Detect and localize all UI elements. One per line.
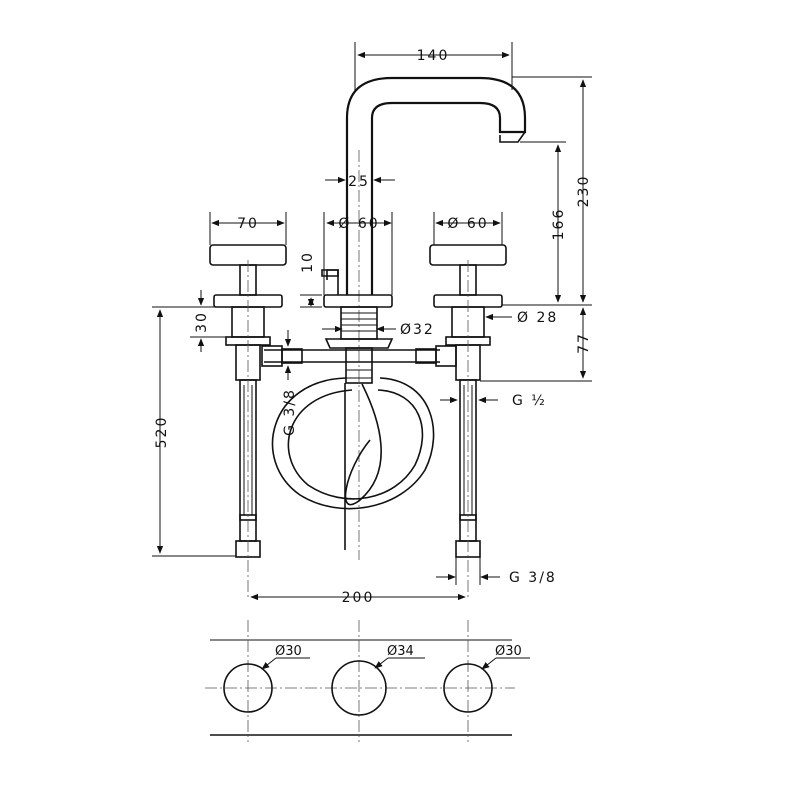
connecting-hoses [261,345,457,510]
dim-spout-diameter: 25 [348,174,370,190]
spout [345,42,527,560]
dim-connection-thread: G ½ [512,393,547,409]
hole-right-label: Ø30 [495,644,522,659]
dim-connection-thread-bottom: G 3/8 [509,570,557,586]
dim-spout-reach: 140 [417,48,450,64]
dimension-labels: 140 25 Ø 60 70 Ø 60 10 30 Ø32 Ø 28 166 2… [154,48,592,606]
hole-right [443,663,493,713]
hole-left-label: Ø30 [275,644,302,659]
dim-outlet-height: 166 [551,208,567,241]
dim-hose-thread-left: G 3/8 [282,388,298,436]
dimension-lines [152,51,592,601]
left-handle [209,244,287,600]
dim-shank-diameter-right: Ø 28 [517,310,558,326]
dim-handle-spacing: 200 [342,590,375,606]
hole-center [331,660,387,716]
dim-handle-base-diameter: Ø 60 [447,216,488,232]
dim-spout-base-diameter: Ø 60 [338,216,379,232]
right-handle [429,244,507,600]
hole-left [223,663,273,713]
dim-shank-diameter-center: Ø32 [400,322,435,338]
deck-hole-pattern: Ø30 Ø34 Ø30 [205,620,530,742]
dim-lever-height: 10 [300,251,316,273]
dim-handle-base-height: 30 [194,311,210,333]
hole-center-label: Ø34 [387,644,414,659]
dim-below-deck: 77 [576,332,592,354]
dim-total-height: 230 [576,175,592,208]
dim-handle-width: 70 [237,216,259,232]
dim-install-depth: 520 [154,416,170,449]
